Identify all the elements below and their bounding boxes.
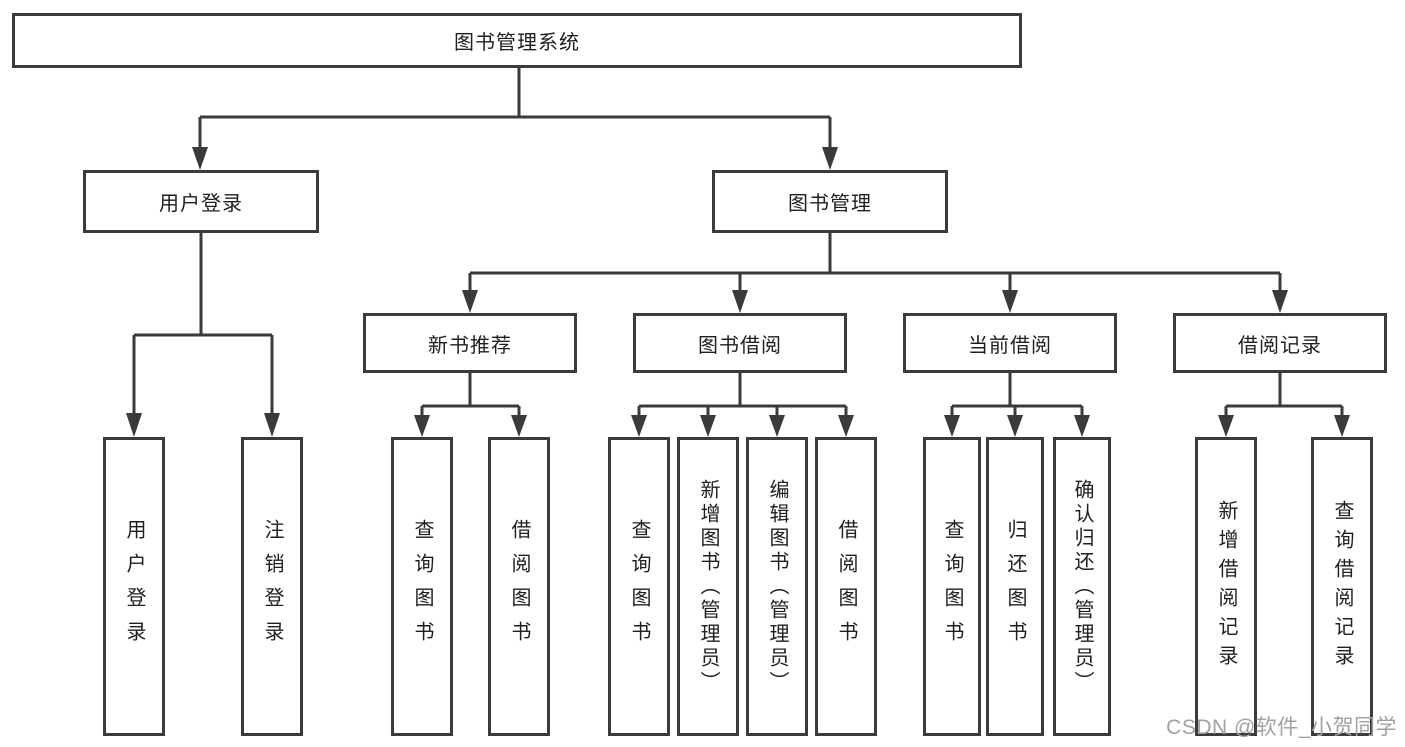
leaf-edit-book-admin-label: 编辑图书（管理员） [766,478,788,695]
node-current-borrowing: 当前借阅 [903,313,1117,373]
leaf-add-borrow-record: 新增借阅记录 [1195,437,1257,736]
leaf-add-borrow-record-label: 新增借阅记录 [1215,499,1237,674]
leaf-borrow-books-borrowing: 借阅图书 [815,437,877,736]
node-borrowing-records-label: 借阅记录 [1238,334,1322,357]
leaf-borrow-books-recommend: 借阅图书 [488,437,550,736]
leaf-logout: 注销登录 [241,437,303,736]
leaf-query-books-current: 查询图书 [923,437,981,736]
leaf-logout-label: 注销登录 [261,518,283,655]
leaf-query-books-recommend-label: 查询图书 [411,518,433,655]
node-user-login-label: 用户登录 [159,193,243,215]
leaf-query-books-borrowing: 查询图书 [608,437,670,736]
node-current-borrowing-label: 当前借阅 [968,334,1052,357]
leaf-query-books-recommend: 查询图书 [391,437,453,736]
node-book-borrowing: 图书借阅 [633,313,847,373]
node-borrowing-records: 借阅记录 [1173,313,1387,373]
leaf-query-books-current-label: 查询图书 [941,518,963,655]
leaf-borrow-books-borrowing-label: 借阅图书 [835,518,857,655]
leaf-add-book-admin: 新增图书（管理员） [677,437,739,736]
node-root-label: 图书管理系统 [454,32,580,54]
leaf-edit-book-admin: 编辑图书（管理员） [746,437,808,736]
node-new-book-recommend-label: 新书推荐 [428,334,512,357]
node-new-book-recommend: 新书推荐 [363,313,577,373]
node-book-management-label: 图书管理 [788,193,872,215]
csdn-watermark: CSDN @软件_小贺同学 [1166,716,1397,739]
leaf-confirm-return-admin-label: 确认归还（管理员） [1071,478,1093,695]
leaf-query-borrow-record: 查询借阅记录 [1311,437,1373,736]
leaf-user-login-label: 用户登录 [123,518,145,655]
node-book-borrowing-label: 图书借阅 [698,334,782,357]
leaf-return-book: 归还图书 [986,437,1044,736]
leaf-add-book-admin-label: 新增图书（管理员） [697,478,719,695]
leaf-user-login: 用户登录 [103,437,165,736]
leaf-borrow-books-recommend-label: 借阅图书 [508,518,530,655]
leaf-query-books-borrowing-label: 查询图书 [628,518,650,655]
node-book-management: 图书管理 [712,170,948,233]
leaf-query-borrow-record-label: 查询借阅记录 [1331,499,1353,674]
leaf-confirm-return-admin: 确认归还（管理员） [1053,437,1111,736]
node-root: 图书管理系统 [12,13,1022,68]
leaf-return-book-label: 归还图书 [1004,518,1026,655]
node-user-login: 用户登录 [83,170,319,233]
